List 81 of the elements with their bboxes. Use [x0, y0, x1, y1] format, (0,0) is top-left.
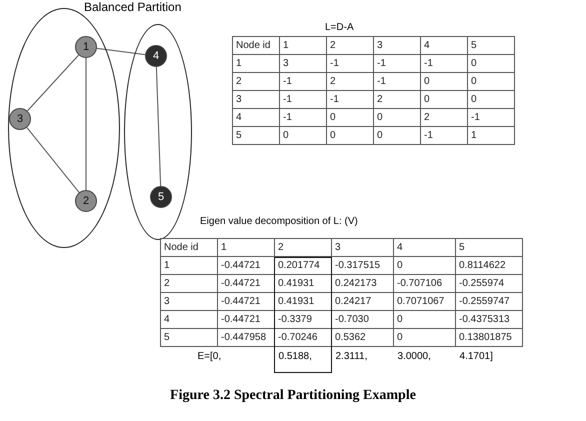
table-title: Eigen value decomposition of L: (V) [200, 216, 358, 227]
table-cell: 0 [468, 72, 514, 90]
header-cell: 5 [232, 126, 280, 144]
table-cell: -1 [420, 54, 468, 72]
graph-node: 1 [75, 36, 97, 58]
table-cell: -1 [374, 72, 420, 90]
graph-node: 2 [75, 190, 97, 212]
table-cell: 0 [374, 108, 420, 126]
table-cell: -1 [420, 126, 468, 144]
header-cell: 1 [160, 256, 218, 274]
figure-caption: Figure 3.2 Spectral Partitioning Example [169, 388, 417, 404]
eigenvalue-text: 4.1701] [460, 351, 493, 362]
diagram-title: Balanced Partition [84, 0, 182, 14]
table-cell: 1 [468, 126, 514, 144]
table-cell: -1 [280, 90, 326, 108]
table-cell: 0 [326, 126, 374, 144]
table-cell: 0.13801875 [456, 328, 522, 346]
table-cell: 2 [374, 90, 420, 108]
header-cell: 4 [232, 108, 280, 126]
table-cell: -1 [468, 108, 514, 126]
table-cell: 0 [326, 108, 374, 126]
header-cell: 1 [232, 54, 280, 72]
edge-line [156, 66, 162, 186]
edge-line [96, 48, 146, 56]
graph-node: 3 [9, 108, 31, 130]
table-cell: 0 [420, 72, 468, 90]
header-cell: 2 [326, 36, 374, 54]
header-cell: 4 [160, 310, 218, 328]
eigenvalue-text: E=[0, [198, 351, 222, 362]
header-cell: 2 [160, 274, 218, 292]
table-cell: 0 [420, 90, 468, 108]
edge-line [26, 54, 80, 112]
table-cell: 0 [394, 310, 456, 328]
header-cell: 3 [332, 238, 394, 256]
table-cell: -1 [280, 108, 326, 126]
table-cell: 0 [374, 126, 420, 144]
table-cell: 0.8114622 [456, 256, 522, 274]
header-cell: 1 [280, 36, 326, 54]
header-cell: 5 [456, 238, 522, 256]
header-cell: 2 [232, 72, 280, 90]
table-cell: -0.4375313 [456, 310, 522, 328]
edge-line [26, 127, 80, 193]
header-cell: 3 [374, 36, 420, 54]
header-cell: 2 [274, 238, 332, 256]
eigenvalue-text: 0.5188, [278, 351, 312, 362]
table-cell: -0.707106 [394, 274, 456, 292]
table-title: L=D-A [325, 22, 354, 33]
table-cell: 0.24217 [332, 292, 394, 310]
header-cell: 4 [420, 36, 468, 54]
eigenvalue-text: 2.3111, [336, 351, 368, 362]
table-cell: 0 [394, 256, 456, 274]
table-cell: -0.317515 [332, 256, 394, 274]
table-cell: 0.242173 [332, 274, 394, 292]
table-cell: -0.2559747 [456, 292, 522, 310]
table-cell: 3 [280, 54, 326, 72]
table-cell: 0 [394, 328, 456, 346]
table-cell: -1 [326, 90, 374, 108]
table-cell: 0 [280, 126, 326, 144]
table-cell: 0 [468, 54, 514, 72]
table-cell: -1 [280, 72, 326, 90]
table-cell: 0 [468, 90, 514, 108]
graph-node: 5 [150, 186, 172, 208]
table-cell: 2 [326, 72, 374, 90]
table-cell: 2 [420, 108, 468, 126]
eigenvalue-text: 3.0000, [398, 351, 431, 362]
header-cell: 5 [160, 328, 218, 346]
header-cell: Node id [160, 238, 218, 256]
header-cell: 3 [232, 90, 280, 108]
table-cell: -1 [326, 54, 374, 72]
table-cell: -0.255974 [456, 274, 522, 292]
table-cell: -0.7030 [332, 310, 394, 328]
header-cell: Node id [232, 36, 280, 54]
header-cell: 5 [468, 36, 514, 54]
partition-ellipse [124, 24, 192, 240]
graph-node: 4 [145, 45, 167, 67]
header-cell: 4 [394, 238, 456, 256]
header-cell: 3 [160, 292, 218, 310]
table-cell: -1 [374, 54, 420, 72]
table-cell: 0.5362 [332, 328, 394, 346]
header-cell: 1 [218, 238, 274, 256]
table-cell: 0.7071067 [394, 292, 456, 310]
